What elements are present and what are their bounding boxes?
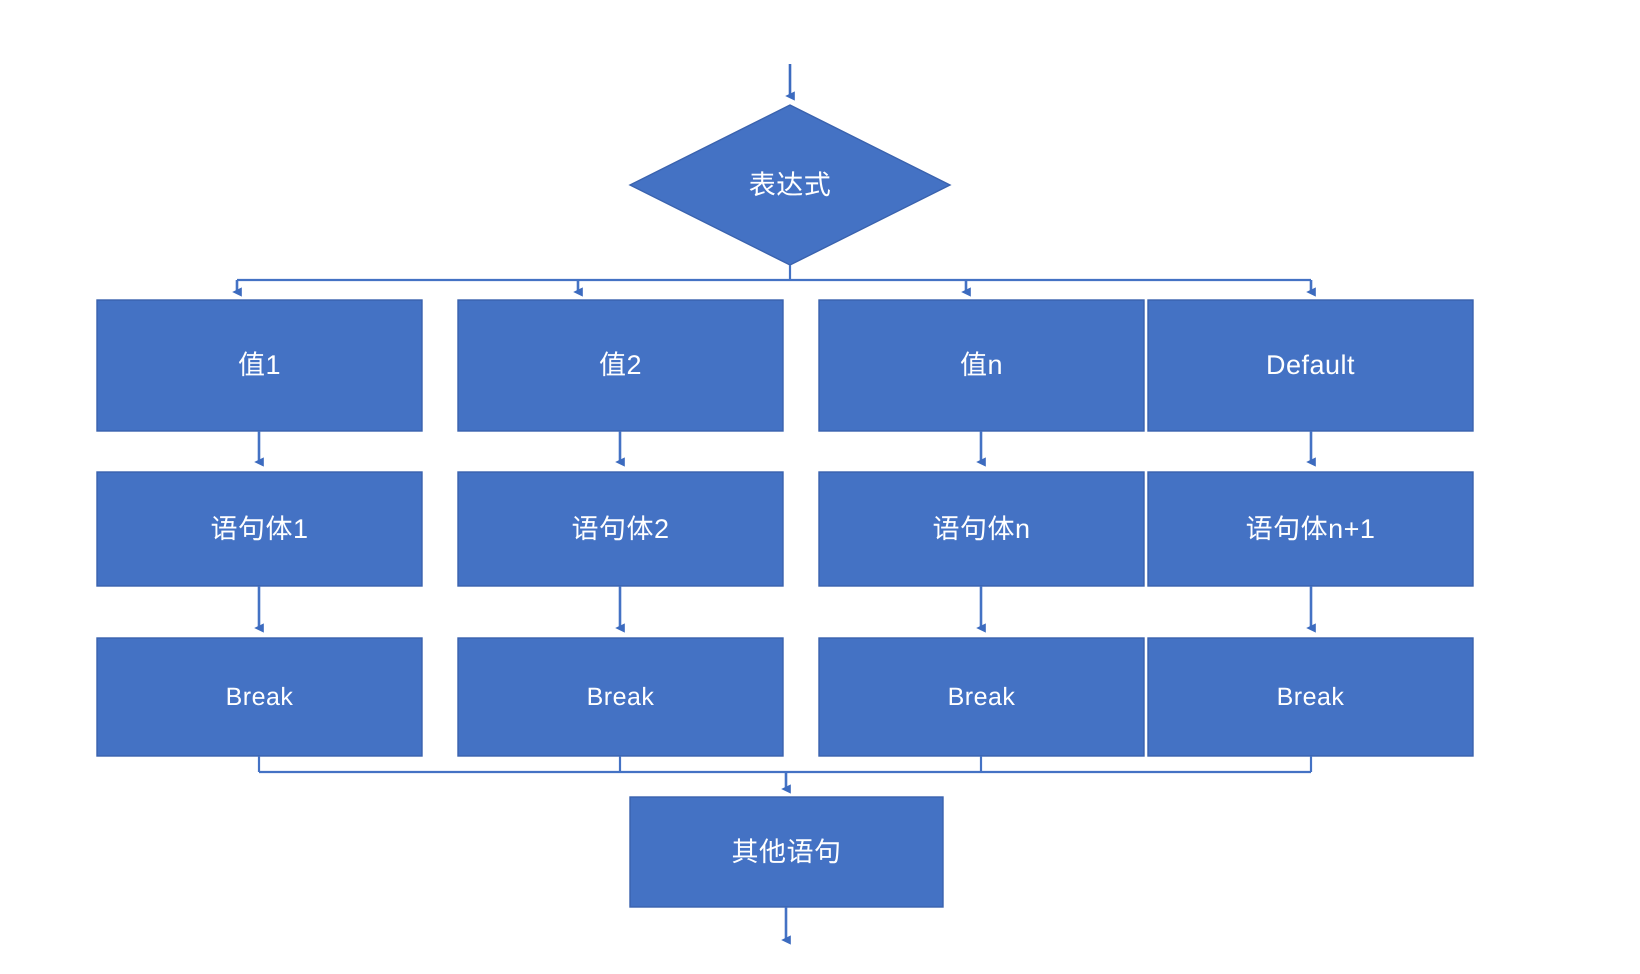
break-box-1[interactable] [96,637,423,757]
body-box-3[interactable] [818,471,1145,587]
case-box-4[interactable] [1147,299,1474,432]
body-box-1[interactable] [96,471,423,587]
merge-connectors [257,756,1313,794]
body-box-2[interactable] [457,471,784,587]
break-box-2[interactable] [457,637,784,757]
body-box-4[interactable] [1147,471,1474,587]
case-to-body-connectors [254,431,1316,467]
case-box-2[interactable] [457,299,784,432]
fanout-connectors [232,265,1316,297]
break-box-3[interactable] [818,637,1145,757]
case-box-1[interactable] [96,299,423,432]
decision-diamond[interactable] [628,104,952,266]
body-to-break-connectors [254,586,1316,633]
break-box-4[interactable] [1147,637,1474,757]
case-box-3[interactable] [818,299,1145,432]
exit-box[interactable] [629,796,944,908]
